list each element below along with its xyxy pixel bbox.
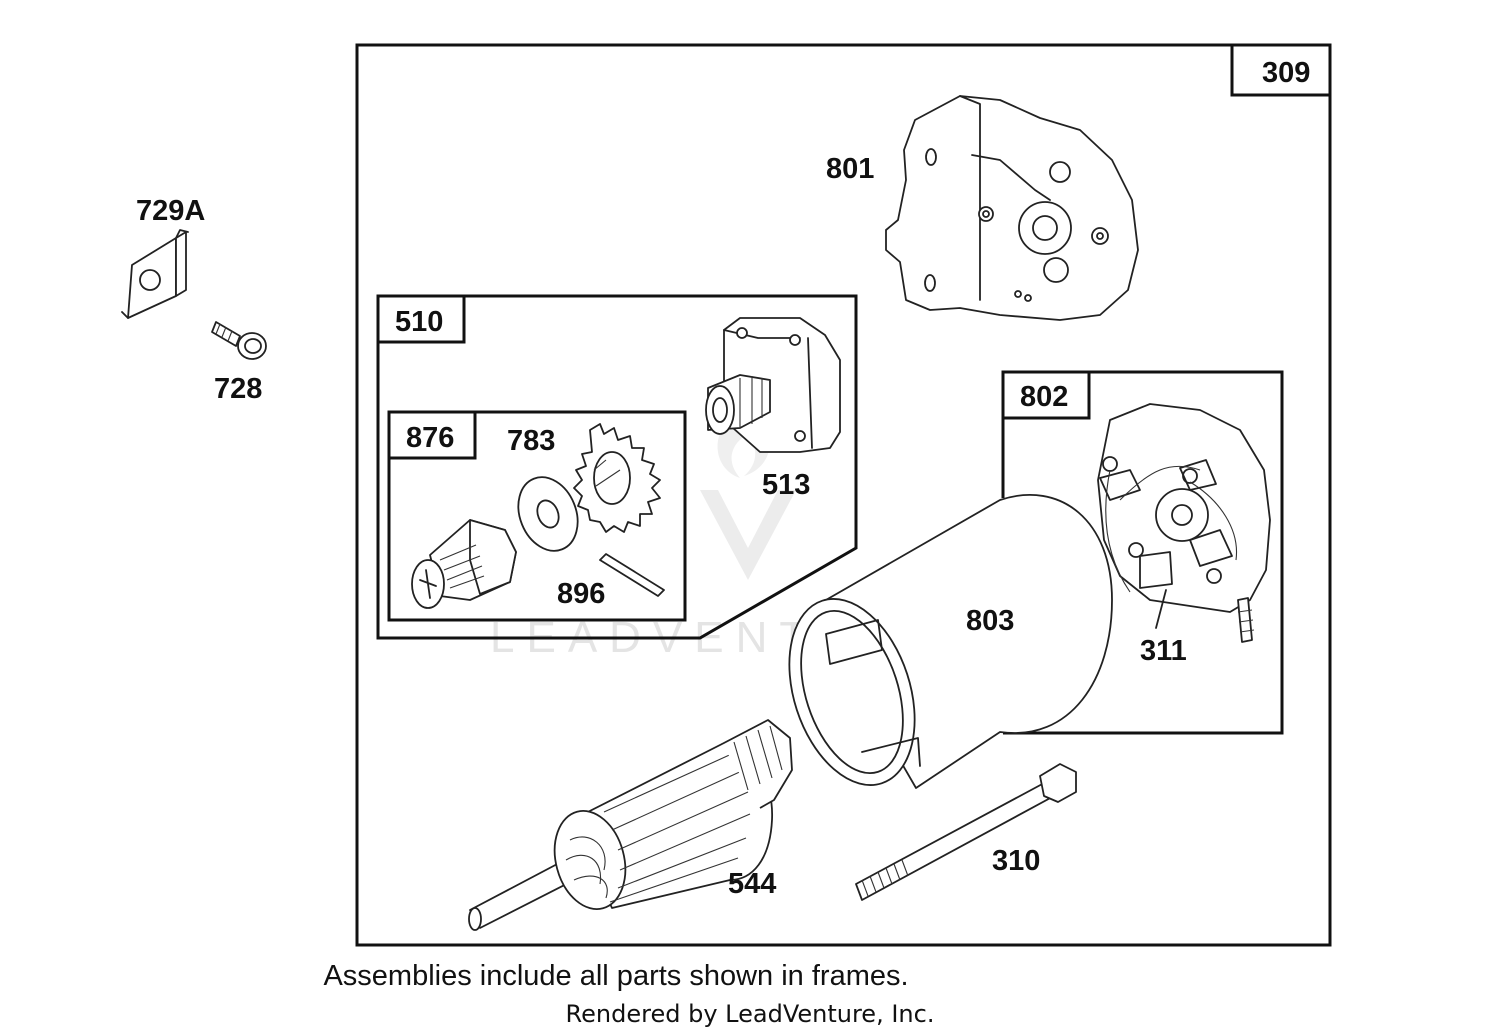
assemblies-note: Assemblies include all parts shown in fr… [323, 960, 909, 992]
callout-311: 311 [1140, 635, 1187, 667]
through-bolt-part-310 [855, 763, 1077, 901]
callout-728: 728 [214, 373, 262, 405]
screw-part-728 [211, 321, 267, 360]
pin-part-896 [599, 553, 665, 597]
pinion-drive-part-876 [411, 519, 517, 609]
assembly-frame-309: 309 [355, 43, 1332, 947]
assembly-frame-510: 510 [376, 294, 858, 640]
callout-801: 801 [826, 153, 874, 185]
callout-729a: 729A [136, 195, 205, 227]
drive-housing-part-513 [705, 317, 841, 453]
washer-part [517, 476, 579, 552]
armature-part-544 [468, 719, 793, 931]
callout-513: 513 [762, 469, 810, 501]
assembly-frame-802: 802 [1001, 370, 1284, 735]
frame-label-802: 802 [1020, 381, 1068, 413]
bracket-part-729a [121, 229, 189, 319]
frame-label-510: 510 [395, 306, 443, 338]
assembly-frame-876: 876 [387, 410, 687, 622]
rendered-by-credit: Rendered by LeadVenture, Inc. [565, 1000, 935, 1028]
callout-544: 544 [728, 868, 776, 900]
callout-783: 783 [507, 425, 555, 457]
frame-label-309: 309 [1262, 57, 1310, 89]
callout-310: 310 [992, 845, 1040, 877]
brush-plate-part-311 [1097, 403, 1271, 643]
frame-label-876: 876 [406, 422, 454, 454]
callout-896: 896 [557, 578, 605, 610]
housing-part-803 [788, 494, 1113, 789]
callout-labels: 729A 728 801 513 783 896 803 311 544 310 [136, 153, 1187, 900]
gear-part-783 [573, 423, 661, 533]
end-plate-part-801 [885, 95, 1139, 321]
callout-803: 803 [966, 605, 1014, 637]
